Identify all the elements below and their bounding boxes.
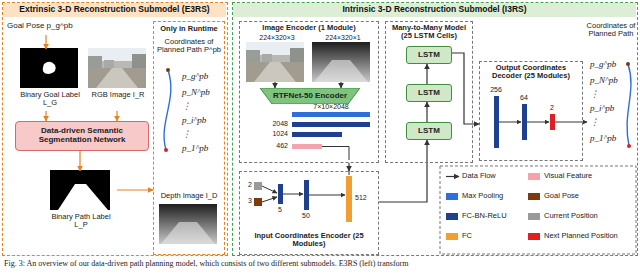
image-caption: Binary Path Label L_P — [45, 213, 117, 230]
coordinate: p_i^pb — [182, 116, 220, 126]
dimension-label: 462 — [258, 142, 288, 150]
figure-caption: Fig. 3: An overview of our data-driven p… — [4, 260, 408, 269]
legend-text: Visual Feature — [544, 172, 592, 180]
ellipsis: ⋮ — [590, 118, 624, 128]
flow-arrow — [117, 189, 153, 190]
legend-swatch — [528, 193, 540, 200]
legend-item: Next Planned Position — [528, 232, 634, 242]
ellipsis: ⋮ — [182, 130, 220, 140]
image-caption: Binary Goal Label L_G — [17, 91, 83, 108]
legend-text: FC-BN-ReLU — [462, 212, 507, 220]
encoder-label: RTFNet-50 Encoder — [260, 88, 360, 104]
cell-label: LSTM — [407, 47, 451, 63]
coordinate: p_i^pb — [590, 104, 624, 114]
network-box: Data-driven Semantic Segmentation Networ… — [15, 121, 149, 151]
module-title: Output Coordinates Decoder (25 Modules) — [480, 64, 582, 81]
cell-label: LSTM — [407, 85, 451, 101]
legend-text: Goal Pose — [544, 192, 579, 200]
image-panel: Depth Image I_D — [158, 192, 222, 250]
network-label: Data-driven Semantic Segmentation Networ… — [16, 122, 148, 150]
legend-swatch — [446, 213, 458, 220]
flow-arrow — [426, 64, 427, 84]
runtime-box: Depth Image I_D Only in RuntimeCoordinate… — [153, 21, 225, 255]
coordinate: p_g^pb — [182, 72, 220, 82]
flow-arrow — [379, 140, 427, 202]
dimension-label: 512 — [355, 194, 375, 202]
lstm-cell: LSTM — [406, 84, 452, 102]
flow-arrow — [274, 82, 275, 88]
lstm-cell: LSTM — [406, 122, 452, 140]
legend-item: Goal Pose — [528, 192, 634, 202]
dimension-label: 64 — [514, 94, 534, 102]
coordinate: p_N^pb — [182, 88, 220, 98]
legend-text: Next Planned Position — [544, 232, 618, 240]
legend-item: Visual Feature — [528, 172, 634, 182]
coordinate: p_1^pb — [182, 144, 220, 154]
dimension-label: 2048 — [258, 120, 288, 128]
module-box: 224×320×3 224×320×1RTFNet-50 Encoder Image… — [239, 21, 379, 163]
box-title: Only in Runtime — [154, 25, 224, 33]
lstm-cell: LSTM — [406, 46, 452, 64]
legend-swatch — [528, 213, 540, 220]
legend-swatch — [446, 233, 458, 240]
flow-arrow — [452, 53, 479, 124]
coordinate: p_g^pb — [590, 60, 624, 70]
trapezoid-shape — [260, 88, 360, 104]
dimension-label: 7×10×2048 — [292, 103, 370, 111]
image-caption: RGB Image I_R — [87, 91, 149, 99]
dimension-label: 3 — [243, 197, 252, 205]
module-title: Image Encoder (1 Module) — [240, 24, 378, 32]
output-heading: Coordinates of Planned Path — [586, 22, 636, 39]
ellipsis: ⋮ — [182, 102, 220, 112]
coordinate: p_N^pb — [590, 76, 624, 86]
legend-swatch — [528, 173, 540, 180]
dimension-label: 2 — [243, 181, 252, 189]
flow-arrow — [340, 82, 341, 88]
encoder-trapezoid: RTFNet-50 Encoder — [260, 88, 360, 104]
dimension-label: 50 — [298, 212, 314, 220]
module-box: Output Coordinates Decoder (25 Modules) — [479, 61, 583, 161]
legend-text: FC — [462, 232, 472, 240]
dimension-label: 2 — [542, 104, 562, 112]
module-title: Input Coordinates Encoder (25 Modules) — [240, 232, 378, 249]
dimension-label: 224×320×1 — [312, 34, 374, 42]
legend-text: Current Position — [544, 212, 598, 220]
legend-swatch — [528, 233, 540, 240]
flow-arrow — [79, 151, 80, 171]
input-text: Goal Pose p_g^pb — [7, 22, 93, 31]
image-panel: Binary Goal Label L_G — [17, 49, 83, 111]
legend-item: Current Position — [528, 212, 634, 222]
box-heading: Coordinates of Planned Path P^pb — [156, 38, 222, 55]
panel-title: Extrinsic 3-D Reconstruction Submodel (E… — [3, 3, 226, 17]
image-panel: Binary Path Label L_P — [45, 171, 117, 231]
dimension-label: 5 — [272, 206, 288, 214]
flow-arrow — [116, 111, 117, 121]
dimension-label: 1024 — [258, 130, 288, 138]
image-caption: Depth Image I_D — [158, 192, 220, 200]
dimension-label: 224×320×3 — [246, 34, 308, 42]
ellipsis: ⋮ — [590, 90, 624, 100]
input-image: 224×320×1 — [312, 34, 374, 82]
legend-swatch — [446, 193, 458, 200]
module-title: Many-to-Many Model (25 LSTM Cells) — [386, 24, 472, 41]
flow-arrow — [45, 35, 46, 49]
coordinate: p_1^pb — [590, 134, 624, 144]
input-image: 224×320×3 — [246, 34, 308, 82]
submodel-panel: Goal Pose p_g^pbBinary Goal Label L_G RGB… — [2, 2, 228, 256]
legend-text: Max Pooling — [462, 192, 503, 200]
module-box: LSTM LSTM LSTM Many-to-Many Model (25 LSTM … — [385, 21, 473, 163]
legend-text: Data Flow — [462, 172, 496, 180]
image-panel: RGB Image I_R — [87, 49, 149, 111]
flow-arrow — [348, 163, 349, 171]
cell-label: LSTM — [407, 123, 451, 139]
flow-arrow — [426, 102, 427, 122]
flow-arrow — [45, 111, 46, 121]
input-label: Goal Pose p_g^pb — [7, 21, 93, 35]
dimension-label: 256 — [486, 86, 506, 94]
panel-title: Intrinsic 3-D Reconstruction Submodel (I… — [233, 3, 636, 17]
